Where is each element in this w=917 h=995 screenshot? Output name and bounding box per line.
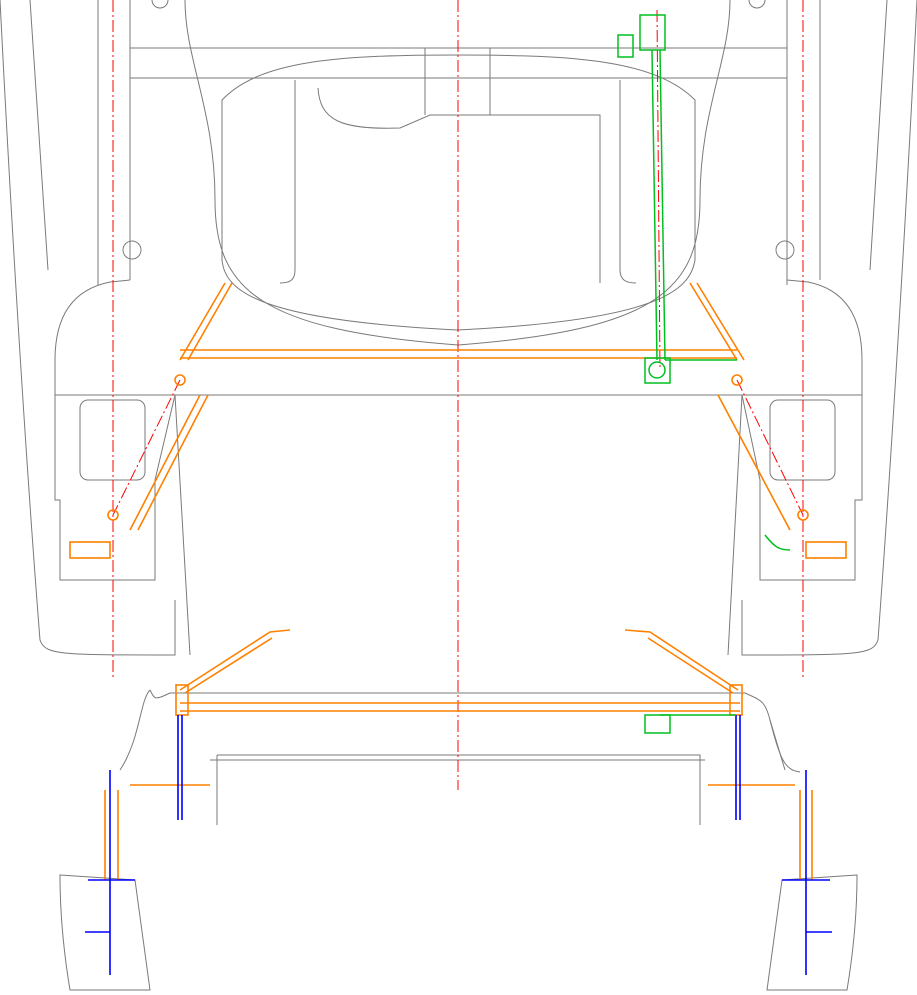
shafts — [85, 715, 832, 975]
upper-steering-linkage — [69, 282, 847, 559]
lower-steering-linkage — [104, 629, 813, 880]
actuator-assembly — [617, 14, 791, 734]
centerlines — [112, 0, 804, 790]
